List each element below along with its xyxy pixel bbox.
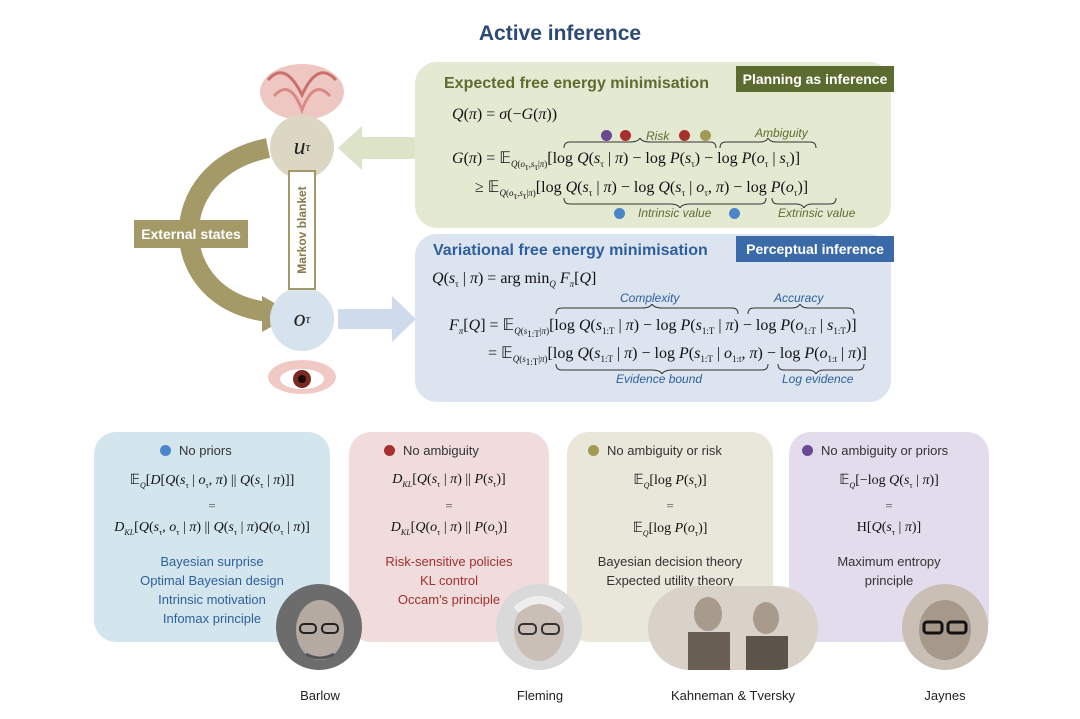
card-heading-text: No ambiguity bbox=[403, 443, 479, 458]
variational-free-energy-equation: Fπ[Q] = 𝔼Q(s1:T|π)[log Q(s1:T | π) − log… bbox=[449, 317, 857, 339]
barlow-portrait bbox=[276, 584, 362, 670]
markov-blanket-label: Markov blanket bbox=[295, 186, 309, 274]
person-name: Kahneman & Tversky bbox=[670, 688, 796, 703]
concept: Bayesian surprise bbox=[160, 554, 264, 569]
posterior-equation: Q(sτ | π) = arg minQ Fπ[Q] bbox=[432, 270, 597, 290]
card-concepts: Bayesian decision theory Expected utilit… bbox=[567, 552, 773, 590]
dot-olive bbox=[700, 130, 711, 141]
concept: Optimal Bayesian design bbox=[140, 573, 284, 588]
fleming-portrait bbox=[496, 584, 582, 670]
efe-title: Expected free energy minimisation bbox=[444, 75, 709, 92]
card-equation: H[Q(sτ | π)] bbox=[856, 520, 922, 537]
eye-icon bbox=[268, 360, 336, 394]
concept: Infomax principle bbox=[162, 611, 262, 626]
card-concepts: Maximum entropy principle bbox=[789, 552, 989, 590]
observation-arrow bbox=[338, 309, 394, 329]
equals-sign: = bbox=[208, 498, 216, 513]
card-heading-text: No priors bbox=[179, 443, 232, 458]
diagram-arrows bbox=[178, 64, 418, 394]
dot-blue bbox=[614, 208, 625, 219]
concept: Maximum entropy bbox=[837, 554, 941, 569]
person-name: Barlow bbox=[300, 688, 340, 703]
person-name: Jaynes bbox=[924, 688, 966, 703]
equals-sign: = bbox=[885, 498, 893, 513]
concept: Bayesian decision theory bbox=[597, 554, 743, 569]
extrinsic-value-label: Extrinsic value bbox=[778, 206, 856, 220]
dot-red bbox=[679, 130, 690, 141]
equals-sign: = bbox=[666, 498, 674, 513]
evidence-bound-label: Evidence bound bbox=[616, 372, 703, 386]
vfe-title: Variational free energy minimisation bbox=[433, 242, 708, 259]
dot-olive bbox=[588, 445, 599, 456]
policy-equation: Q(π) = σ(−G(π)) bbox=[452, 106, 558, 123]
concept: Occam's principle bbox=[397, 592, 501, 607]
planning-as-inference-badge: Planning as inference bbox=[736, 66, 894, 92]
dot-red bbox=[620, 130, 631, 141]
perceptual-inference-badge: Perceptual inference bbox=[736, 236, 894, 262]
concept: Expected utility theory bbox=[606, 573, 734, 588]
card-equation: 𝔼Q[log P(oτ)] bbox=[632, 521, 708, 538]
equals-sign: = bbox=[445, 498, 453, 513]
card-equation: 𝔼Q[D[Q(sτ | oτ, π) || Q(sτ | π)]] bbox=[129, 473, 295, 490]
intrinsic-value-label: Intrinsic value bbox=[638, 206, 712, 220]
dot-blue bbox=[160, 445, 171, 456]
action-subscript: τ bbox=[305, 139, 311, 154]
observation-subscript: τ bbox=[305, 311, 311, 326]
card-concepts: Bayesian surprise Optimal Bayesian desig… bbox=[94, 552, 330, 628]
action-symbol: u bbox=[293, 133, 306, 160]
ambiguity-label: Ambiguity bbox=[755, 126, 808, 140]
card-heading-text: No ambiguity or priors bbox=[821, 443, 949, 458]
dot-purple bbox=[601, 130, 612, 141]
observation-symbol: o bbox=[293, 305, 306, 332]
variational-free-energy-panel bbox=[415, 234, 891, 402]
efe-bound-equation: ≥ 𝔼Q(oτ,sτ|π)[log Q(sτ | π) − log Q(sτ |… bbox=[475, 179, 809, 201]
evidence-braces bbox=[555, 363, 865, 374]
complexity-label: Complexity bbox=[620, 291, 680, 305]
risk-label: Risk bbox=[646, 129, 670, 143]
accuracy-label: Accuracy bbox=[774, 291, 824, 305]
vfe-evidence-equation: = 𝔼Q(s1:T|π)[log Q(s1:T | π) − log P(s1:… bbox=[488, 345, 867, 367]
concept: Intrinsic motivation bbox=[158, 592, 266, 607]
person-name: Fleming bbox=[516, 688, 564, 703]
dot-purple bbox=[802, 445, 813, 456]
page-title: Active inference bbox=[478, 22, 642, 45]
external-states-label: External states bbox=[134, 220, 248, 248]
markov-blanket-box: Markov blanket bbox=[288, 170, 316, 290]
concept: KL control bbox=[419, 573, 479, 588]
card-concepts: Risk-sensitive policies KL control Occam… bbox=[349, 552, 549, 609]
card-heading: No priors bbox=[160, 443, 232, 458]
concept: principle bbox=[864, 573, 914, 588]
card-heading: No ambiguity or risk bbox=[588, 443, 722, 458]
log-evidence-label: Log evidence bbox=[782, 372, 854, 386]
concept: Risk-sensitive policies bbox=[385, 554, 513, 569]
expected-free-energy-equation: G(π) = 𝔼Q(oτ,sτ|π)[log Q(sτ | π) − log P… bbox=[452, 150, 801, 172]
jaynes-portrait bbox=[902, 584, 988, 670]
card-heading-text: No ambiguity or risk bbox=[607, 443, 722, 458]
dot-red bbox=[384, 445, 395, 456]
card-heading: No ambiguity or priors bbox=[802, 443, 948, 458]
dot-blue bbox=[729, 208, 740, 219]
card-equation: DKL[Q(sτ, oτ | π) || Q(sτ | π)Q(oτ | π)] bbox=[114, 520, 310, 537]
muscle-icon bbox=[260, 64, 344, 120]
policy-arrow bbox=[358, 137, 418, 159]
card-equation: DKL[Q(sτ | π) || P(sτ)] bbox=[392, 472, 506, 489]
complexity-accuracy-braces bbox=[555, 304, 855, 315]
kahneman-tversky-portrait bbox=[648, 586, 818, 670]
risk-ambiguity-braces bbox=[563, 138, 817, 149]
card-equation: 𝔼Q[−log Q(sτ | π)] bbox=[839, 473, 939, 490]
card-heading: No ambiguity bbox=[384, 443, 479, 458]
value-braces bbox=[563, 197, 837, 208]
card-equation: DKL[Q(oτ | π) || P(oτ)] bbox=[390, 520, 508, 537]
card-equation: 𝔼Q[log P(sτ)] bbox=[633, 473, 707, 490]
